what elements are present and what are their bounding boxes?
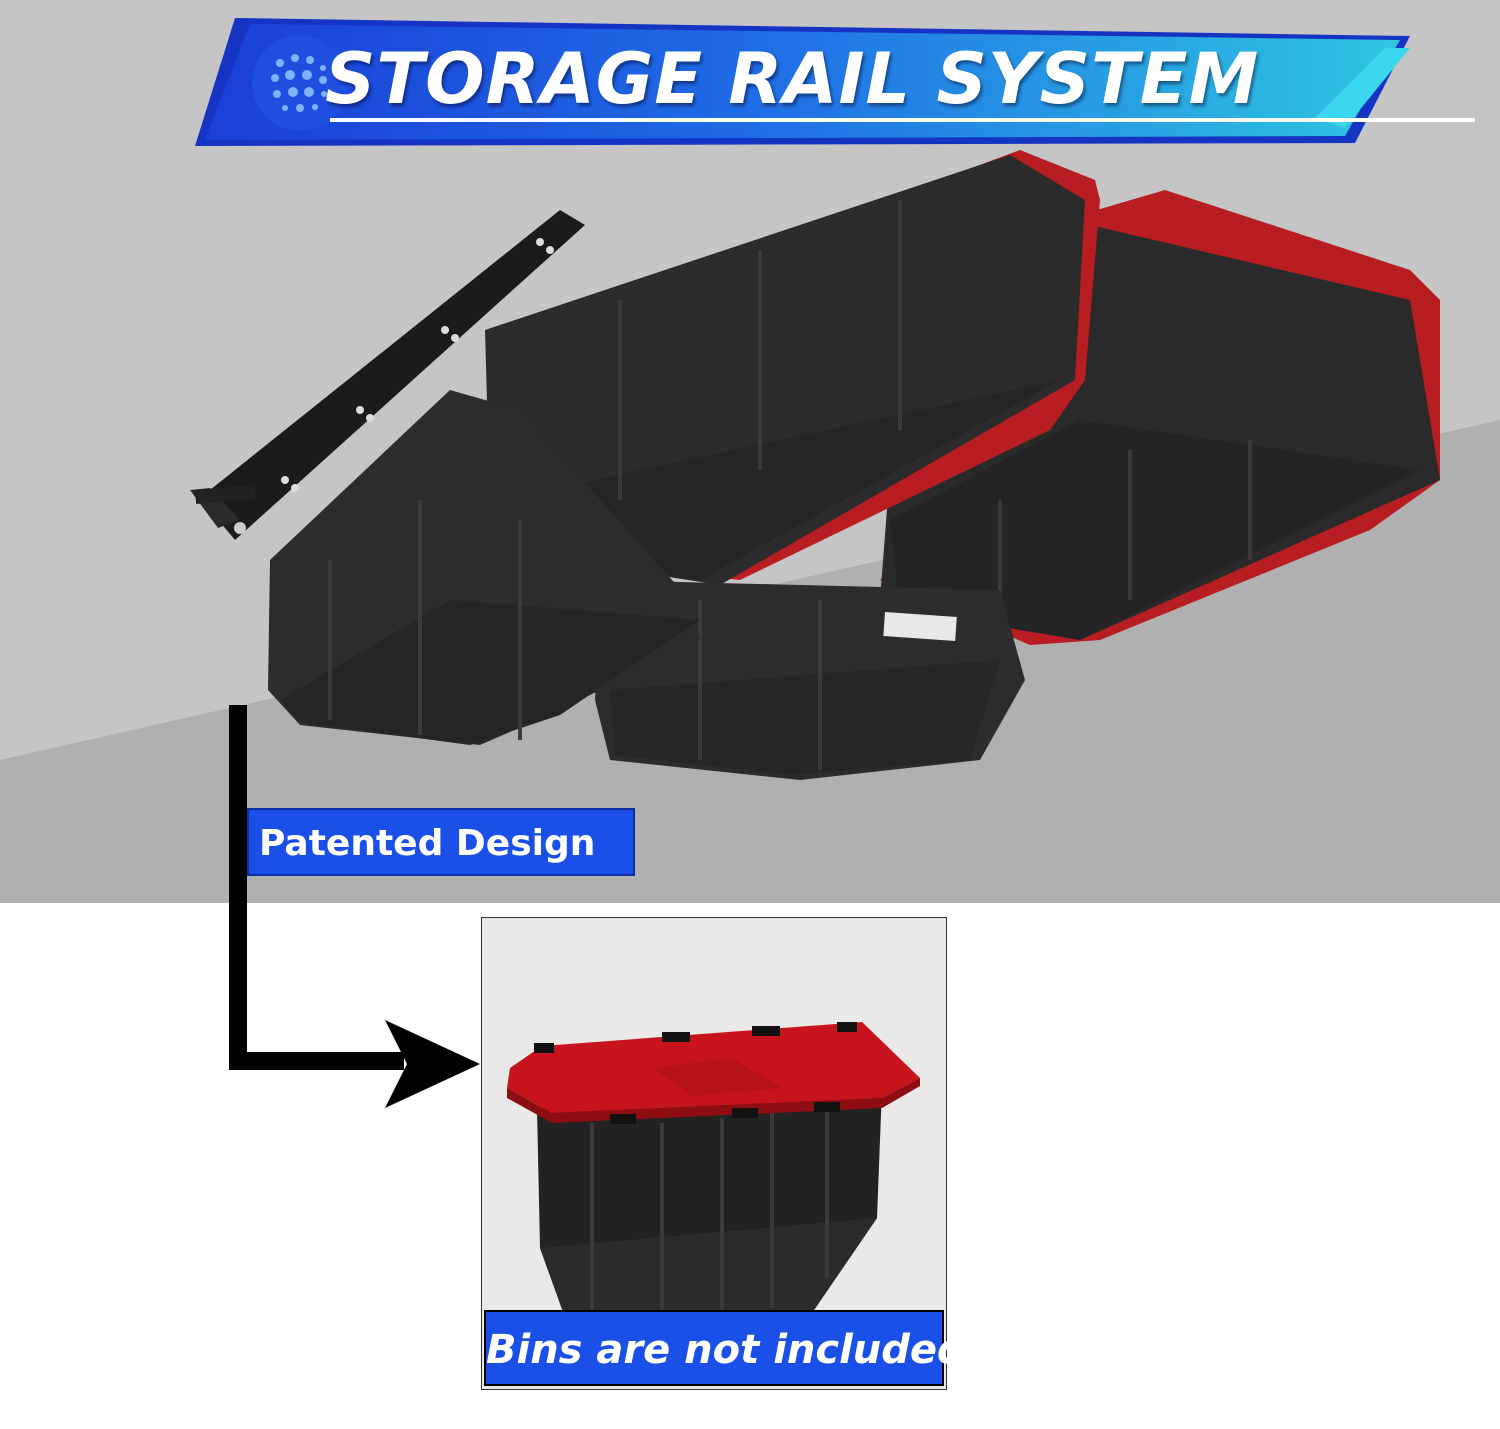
bin-front-middle (595, 580, 1025, 780)
storage-rail (190, 210, 585, 540)
ceiling-photo (0, 0, 1500, 903)
bin-front-left (268, 390, 700, 745)
callout-line-horizontal (229, 1052, 404, 1070)
ceiling-scene (0, 0, 1500, 903)
bins-not-included-label: Bins are not included (484, 1310, 966, 1386)
callout-line-vertical (229, 705, 247, 1067)
title-banner: STORAGE RAIL SYSTEM (195, 18, 1475, 148)
storage-bin-illustration (507, 1022, 920, 1323)
banner-underline (330, 118, 1475, 122)
patented-design-label: Patented Design (247, 808, 635, 876)
globe-dots-icon (252, 35, 348, 131)
bin-back-left (485, 150, 1100, 585)
banner-title: STORAGE RAIL SYSTEM (325, 38, 1260, 120)
banner-background (195, 18, 1410, 146)
arrow-right-icon (385, 1020, 480, 1108)
